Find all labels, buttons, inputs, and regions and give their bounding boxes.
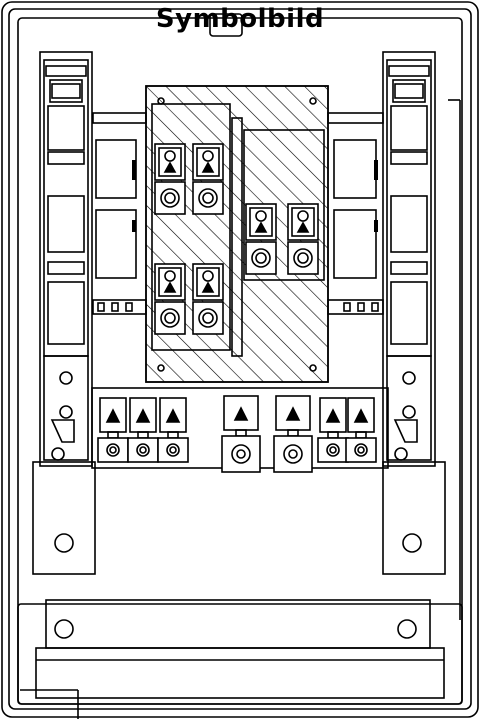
busbar-clamp [287,203,319,275]
top-notch [209,13,243,37]
left-mounting-hole [54,533,74,553]
terminal [127,397,159,463]
left-mounting-plate [32,461,96,575]
left-connector-bar [92,112,147,315]
right-mounting-hole [402,533,422,553]
main-terminal [221,395,261,473]
right-connector-bar [327,112,384,315]
terminal [317,397,349,463]
busbar-clamp [154,263,186,335]
left-fuse-strip [39,51,93,467]
busbar-clamp [192,143,224,215]
right-mounting-plate [382,461,446,575]
terminal [97,397,129,463]
busbar-clamps [154,143,319,335]
right-fuse-strip [382,51,436,467]
terminal [157,397,189,463]
main-terminal [273,395,313,473]
terminal [345,397,377,463]
busbar-clamp [245,203,277,275]
terminal-row [97,395,377,473]
bottom-right-hole [397,619,417,639]
busbar-clamp [154,143,186,215]
bottom-left-hole [54,619,74,639]
bottom-rail [17,599,463,705]
busbar-clamp [192,263,224,335]
page-title: Symbolbild [155,4,325,34]
